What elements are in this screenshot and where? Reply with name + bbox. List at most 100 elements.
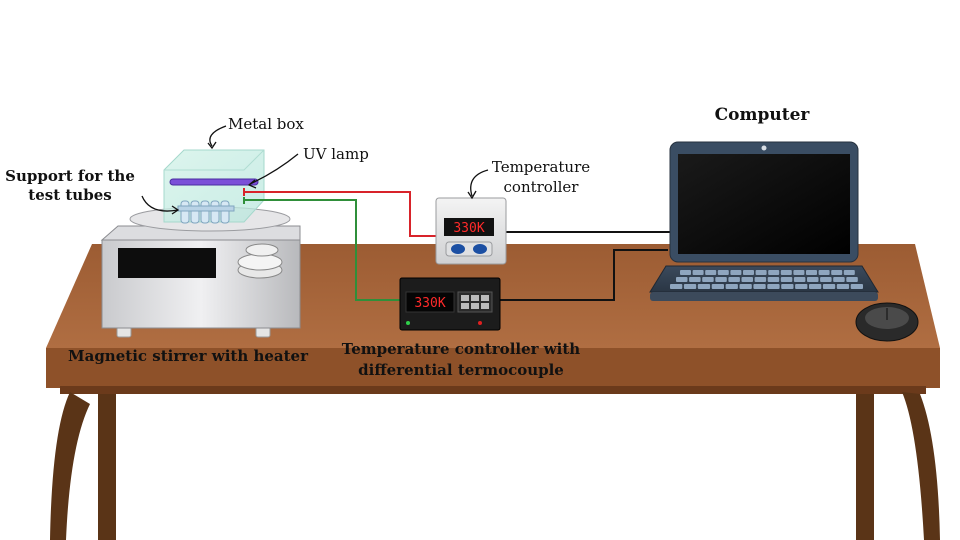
stirrer-display bbox=[118, 248, 216, 278]
keyboard-key[interactable] bbox=[850, 284, 863, 289]
controller-down-button[interactable] bbox=[473, 244, 487, 254]
metal-box-arrowhead bbox=[207, 141, 217, 150]
keyboard-key[interactable] bbox=[818, 270, 830, 275]
keyboard-key[interactable] bbox=[767, 284, 780, 289]
differential-reading: 330K bbox=[414, 296, 445, 311]
keyboard-key[interactable] bbox=[846, 277, 858, 282]
keyboard-key[interactable] bbox=[807, 277, 819, 282]
keyboard-key[interactable] bbox=[697, 284, 711, 289]
keyboard-key[interactable] bbox=[728, 277, 740, 282]
differential-key[interactable] bbox=[471, 303, 479, 309]
table-leg-left-outer bbox=[50, 392, 90, 540]
differential-led-green bbox=[406, 321, 410, 325]
keyboard-key[interactable] bbox=[822, 284, 836, 289]
keyboard-key[interactable] bbox=[793, 277, 806, 282]
differential-display bbox=[405, 291, 455, 313]
keyboard-key[interactable] bbox=[836, 284, 850, 289]
controller-up-button[interactable] bbox=[451, 244, 465, 254]
keyboard-key[interactable] bbox=[754, 277, 767, 282]
keyboard-key[interactable] bbox=[705, 270, 717, 275]
keyboard-key[interactable] bbox=[689, 277, 701, 282]
differential-key[interactable] bbox=[471, 295, 479, 301]
support-label-line1: Support for the bbox=[5, 167, 135, 185]
keyboard-key[interactable] bbox=[676, 277, 688, 282]
laptop-base-edge bbox=[650, 292, 878, 301]
keyboard-key[interactable] bbox=[715, 277, 727, 282]
keyboard-key[interactable] bbox=[692, 270, 704, 275]
metal-box bbox=[163, 149, 265, 224]
support-arrowhead bbox=[171, 205, 180, 215]
keyboard-key[interactable] bbox=[739, 284, 752, 289]
differential-controller: 330K bbox=[399, 277, 501, 331]
magnetic-stirrer bbox=[100, 206, 301, 338]
test-tube bbox=[180, 200, 190, 224]
keyboard-key[interactable] bbox=[680, 270, 691, 275]
keyboard-key[interactable] bbox=[806, 270, 817, 275]
test-tube bbox=[200, 200, 210, 224]
keyboard-key[interactable] bbox=[725, 284, 738, 289]
keyboard-key[interactable] bbox=[820, 277, 832, 282]
keyboard-key[interactable] bbox=[843, 270, 855, 275]
differential-key[interactable] bbox=[461, 303, 469, 309]
green-wire bbox=[244, 199, 400, 301]
table-leg-right-outer bbox=[902, 392, 940, 540]
table-leg-right-inner bbox=[856, 394, 874, 540]
differential-key[interactable] bbox=[481, 295, 489, 301]
keyboard-key[interactable] bbox=[795, 284, 808, 289]
temp-controller-arrow bbox=[470, 169, 489, 197]
stirrer-knob-small bbox=[245, 243, 279, 257]
temp-controller-label-line1: Temperature bbox=[491, 158, 591, 176]
keyboard-key[interactable] bbox=[730, 270, 742, 275]
red-wire bbox=[244, 191, 436, 237]
keyboard-key[interactable] bbox=[793, 270, 805, 275]
keyboard-key[interactable] bbox=[768, 270, 780, 275]
keyboard-key[interactable] bbox=[767, 277, 780, 282]
keyboard-key[interactable] bbox=[741, 277, 754, 282]
keyboard-key[interactable] bbox=[743, 270, 754, 275]
stirrer-label: Magnetic stirrer with heater bbox=[68, 347, 308, 365]
laptop-screen[interactable] bbox=[678, 154, 850, 254]
computer-label: Computer bbox=[714, 105, 810, 125]
support-label-line2: test tubes bbox=[28, 186, 112, 204]
table-apron bbox=[60, 386, 926, 394]
webcam-icon bbox=[761, 145, 767, 151]
computer-mouse[interactable] bbox=[855, 302, 919, 342]
controller-reading: 330K bbox=[453, 221, 484, 236]
laptop-computer bbox=[649, 141, 879, 301]
table-edge bbox=[46, 348, 940, 388]
test-tube-rack bbox=[177, 200, 235, 224]
differential-led-red bbox=[478, 321, 482, 325]
laptop-keyboard[interactable] bbox=[670, 270, 863, 289]
keyboard-key[interactable] bbox=[702, 277, 714, 282]
test-tube bbox=[190, 200, 200, 224]
temp-controller-arrowhead bbox=[467, 190, 477, 200]
differential-key[interactable] bbox=[461, 295, 469, 301]
uv-lamp-arrow bbox=[249, 153, 299, 185]
keyboard-key[interactable] bbox=[780, 270, 792, 275]
support-arrow bbox=[141, 195, 179, 212]
keyboard-key[interactable] bbox=[753, 284, 766, 289]
differential-to-computer-cable bbox=[500, 249, 668, 301]
metal-box-label: Metal box bbox=[228, 115, 304, 133]
uv-lamp-arrowhead bbox=[247, 179, 257, 189]
rack-bar bbox=[177, 205, 235, 212]
differential-label-line2: differential termocouple bbox=[358, 361, 564, 379]
keyboard-key[interactable] bbox=[683, 284, 697, 289]
metal-box-arrow bbox=[209, 125, 227, 147]
keyboard-key[interactable] bbox=[755, 270, 767, 275]
metal-box-edge bbox=[164, 149, 265, 171]
keyboard-key[interactable] bbox=[833, 277, 845, 282]
wires bbox=[243, 188, 680, 301]
annotation-arrows bbox=[141, 125, 489, 215]
differential-key[interactable] bbox=[481, 303, 489, 309]
temperature-controller: 330K bbox=[435, 197, 507, 265]
keyboard-key[interactable] bbox=[831, 270, 843, 275]
keyboard-key[interactable] bbox=[717, 270, 729, 275]
differential-label-line1: Temperature controller with bbox=[341, 340, 581, 358]
keyboard-key[interactable] bbox=[670, 284, 683, 289]
keyboard-key[interactable] bbox=[809, 284, 822, 289]
keyboard-key[interactable] bbox=[781, 284, 794, 289]
keyboard-key[interactable] bbox=[711, 284, 724, 289]
keyboard-key[interactable] bbox=[780, 277, 793, 282]
